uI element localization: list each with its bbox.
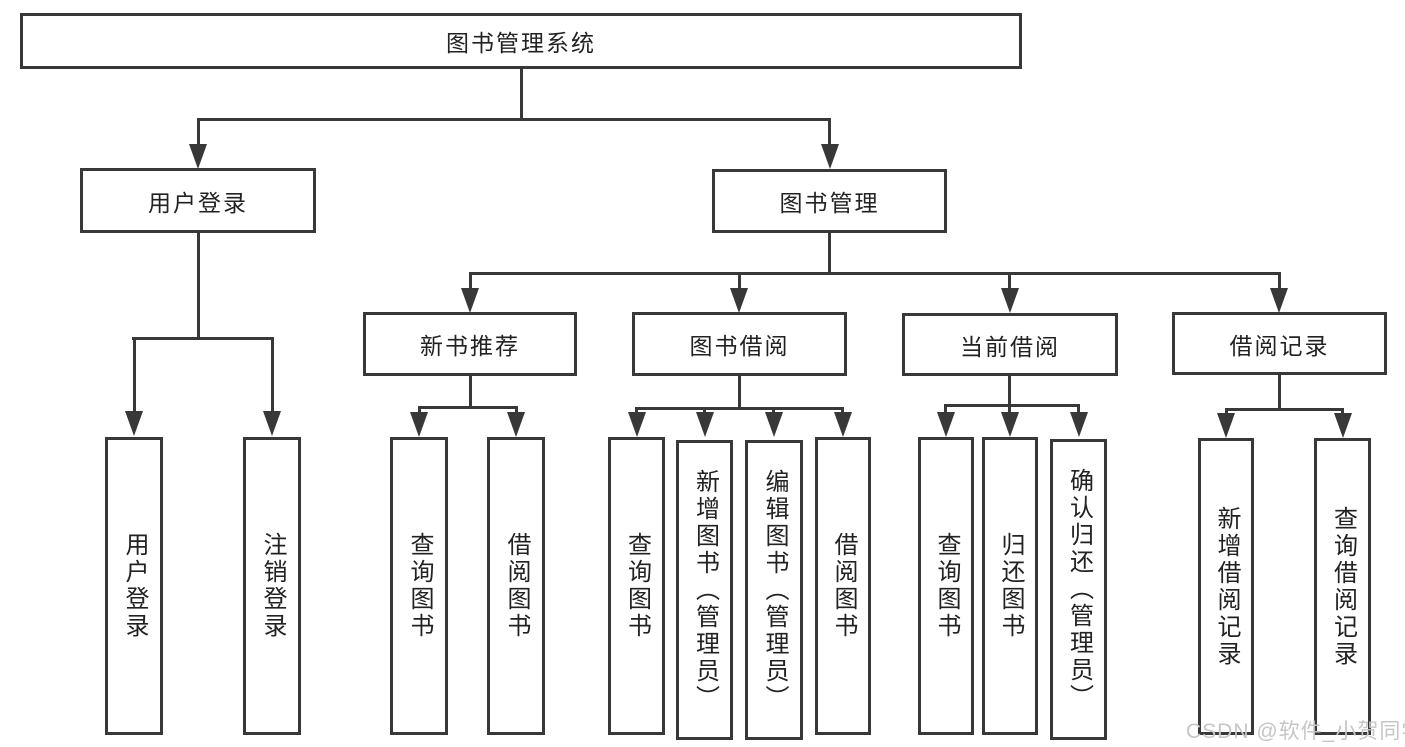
leaf-label: 查询图书 — [623, 532, 651, 640]
arrow-down-icon — [461, 288, 479, 313]
leaf-edit-book-admin: 编辑图书（管理员） — [745, 440, 803, 740]
node-label: 用户登录 — [148, 189, 248, 216]
leaf-logout: 注销登录 — [243, 437, 301, 735]
connector-line — [197, 118, 200, 146]
arrow-down-icon — [1070, 412, 1088, 437]
arrow-down-icon — [730, 288, 748, 313]
connector-line — [828, 233, 831, 272]
leaf-query-books-current: 查询图书 — [918, 437, 974, 735]
connector-line — [1225, 408, 1228, 413]
leaf-query-borrow-record: 查询借阅记录 — [1314, 438, 1371, 735]
connector-line — [772, 407, 775, 412]
arrow-down-icon — [834, 412, 852, 437]
leaf-label: 查询借阅记录 — [1329, 505, 1357, 668]
leaf-query-books-borrowing: 查询图书 — [608, 437, 665, 735]
connector-line — [828, 118, 831, 146]
connector-line — [271, 337, 274, 411]
leaf-label: 借阅图书 — [503, 532, 530, 640]
node-label: 图书管理 — [779, 190, 880, 216]
connector-line — [1278, 375, 1281, 408]
arrow-down-icon — [189, 144, 207, 169]
leaf-borrow-books-recommend: 借阅图书 — [487, 437, 545, 735]
leaf-label: 归还图书 — [997, 532, 1024, 640]
arrow-down-icon — [1270, 288, 1288, 313]
connector-line — [738, 272, 741, 288]
connector-line — [1008, 376, 1011, 404]
arrow-down-icon — [1001, 288, 1019, 313]
node-label: 新书推荐 — [420, 333, 520, 359]
leaf-label: 用户登录 — [121, 532, 148, 640]
connector-line — [841, 407, 844, 412]
node-book-borrowing: 图书借阅 — [632, 312, 847, 376]
arrow-down-icon — [1001, 412, 1019, 437]
arrow-down-icon — [628, 412, 646, 437]
leaf-return-books: 归还图书 — [982, 437, 1038, 735]
leaf-label: 确认归还（管理员） — [1065, 468, 1093, 711]
node-current-borrowing: 当前借阅 — [902, 313, 1118, 376]
connector-line — [418, 406, 421, 412]
arrow-down-icon — [696, 412, 714, 437]
connector-line — [738, 376, 741, 407]
arrow-down-icon — [507, 412, 525, 437]
connector-line — [469, 272, 1281, 275]
connector-line — [1225, 408, 1343, 411]
connector-line — [515, 406, 518, 412]
connector-line — [944, 404, 1080, 407]
arrow-down-icon — [1334, 413, 1352, 438]
node-label: 图书借阅 — [689, 333, 790, 359]
leaf-label: 新增图书（管理员） — [691, 468, 719, 712]
leaf-label: 查询图书 — [406, 532, 433, 640]
connector-line — [197, 233, 200, 337]
connector-line — [197, 118, 831, 121]
connector-line — [469, 375, 472, 406]
connector-line — [418, 406, 518, 409]
connector-line — [132, 337, 274, 340]
node-new-book-recommendation: 新书推荐 — [363, 312, 577, 376]
connector-line — [1077, 404, 1080, 412]
connector-line — [1341, 408, 1344, 413]
arrow-down-icon — [125, 411, 143, 436]
arrow-down-icon — [821, 144, 839, 169]
node-label: 当前借阅 — [960, 333, 1060, 360]
node-borrowing-records: 借阅记录 — [1172, 312, 1387, 375]
connector-line — [1008, 272, 1011, 288]
arrow-down-icon — [410, 412, 428, 437]
node-label: 图书管理系统 — [446, 30, 596, 56]
leaf-add-book-admin: 新增图书（管理员） — [676, 440, 733, 740]
node-book-management: 图书管理 — [712, 169, 947, 233]
node-user-login: 用户登录 — [80, 168, 316, 233]
leaf-label: 借阅图书 — [830, 532, 857, 640]
leaf-confirm-return-admin: 确认归还（管理员） — [1050, 439, 1107, 740]
arrow-down-icon — [937, 412, 955, 437]
arrow-down-icon — [263, 411, 281, 436]
connector-line — [703, 407, 706, 412]
arrow-down-icon — [1217, 413, 1235, 438]
connector-line — [133, 337, 136, 411]
leaf-borrow-books-borrowing: 借阅图书 — [815, 437, 871, 735]
connector-line — [944, 404, 947, 412]
connector-line — [520, 68, 523, 118]
leaf-user-login: 用户登录 — [105, 437, 163, 735]
connector-line — [635, 407, 844, 410]
connector-line — [1278, 272, 1281, 288]
connector-line — [635, 407, 638, 412]
leaf-label: 注销登录 — [259, 532, 286, 640]
connector-line — [469, 272, 472, 288]
csdn-watermark: CSDN @软件_小贺同学 — [1186, 720, 1405, 743]
leaf-label: 查询图书 — [933, 532, 960, 640]
leaf-label: 新增借阅记录 — [1213, 505, 1240, 668]
node-library-management-system: 图书管理系统 — [20, 13, 1022, 69]
leaf-add-borrow-record: 新增借阅记录 — [1198, 438, 1254, 735]
leaf-label: 编辑图书（管理员） — [761, 468, 788, 712]
arrow-down-icon — [765, 412, 783, 437]
leaf-query-books-recommend: 查询图书 — [390, 437, 448, 735]
connector-line — [1008, 404, 1011, 412]
node-label: 借阅记录 — [1229, 332, 1330, 359]
